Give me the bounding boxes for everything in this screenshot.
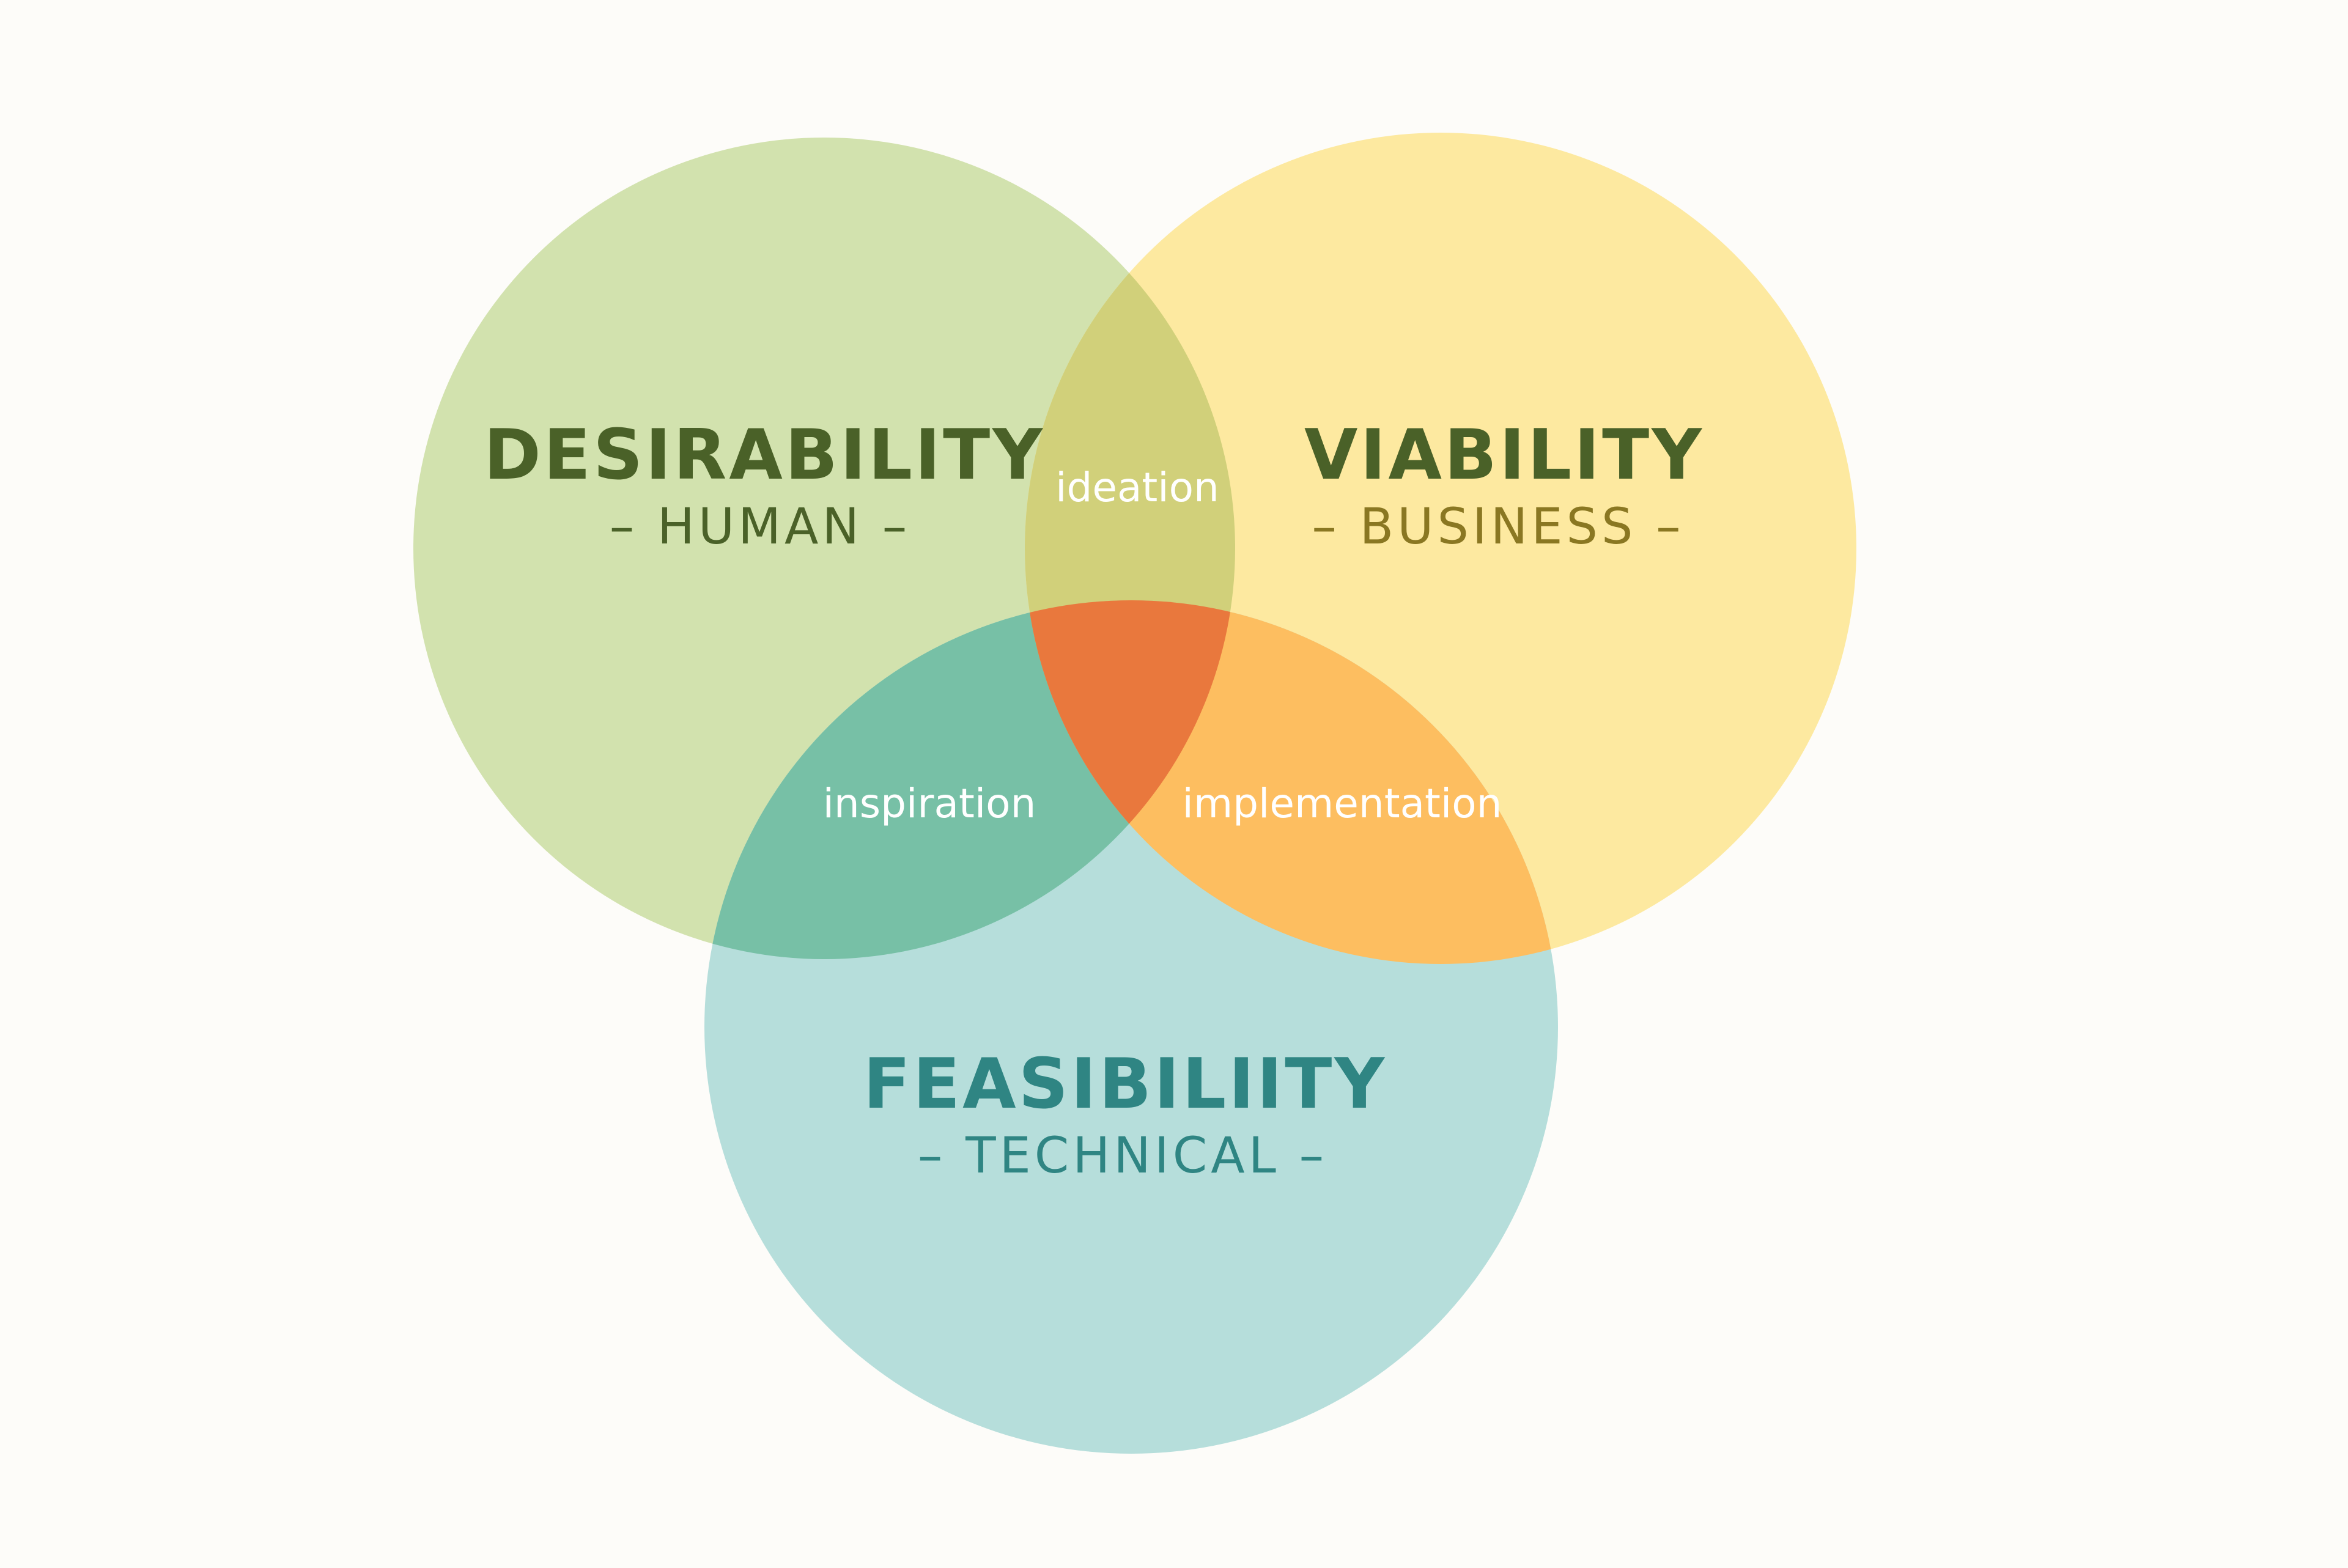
implementation-label: implementation [1183, 780, 1502, 827]
viability-subtitle: – BUSINESS – [1312, 498, 1684, 556]
inspiration-region [704, 600, 1235, 959]
desirability-subtitle: – HUMAN – [610, 498, 911, 556]
inspiration-label: inspiration [823, 780, 1036, 827]
ideation-label: ideation [1055, 464, 1219, 511]
implementation-region [1025, 600, 1558, 964]
feasibility-subtitle: – TECHNICAL – [918, 1127, 1327, 1185]
desirability-title: DESIRABILITY [484, 414, 1045, 495]
feasibility-title: FEASIBILIITY [863, 1043, 1387, 1124]
viability-title: VIABILITY [1304, 414, 1704, 495]
